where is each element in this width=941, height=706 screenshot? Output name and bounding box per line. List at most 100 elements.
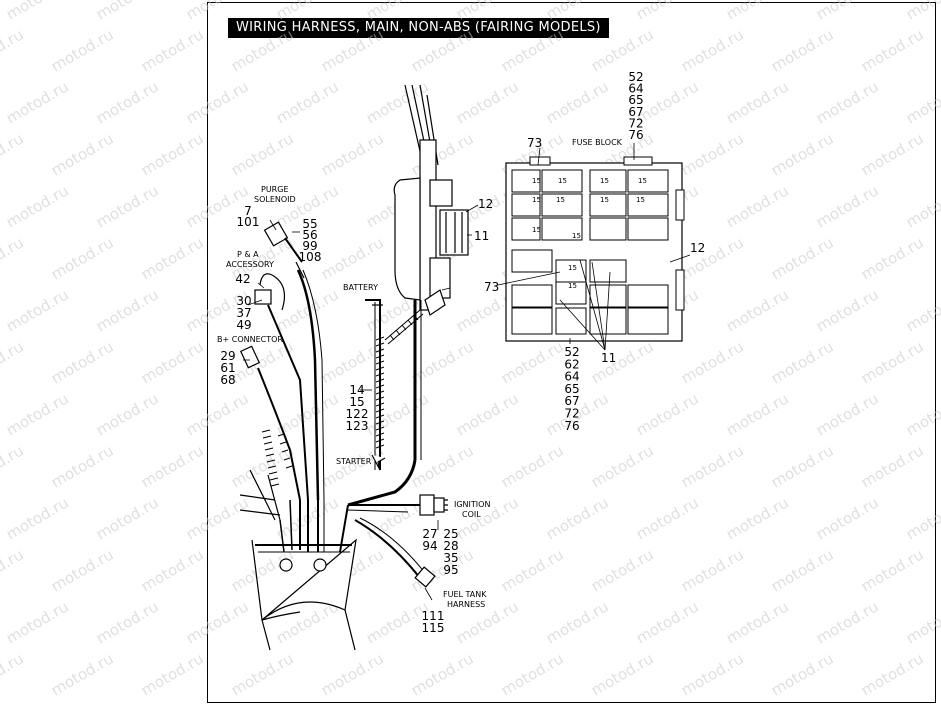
callout-fuse-top: 76 — [628, 128, 643, 142]
watermark-text: motod.ru — [498, 649, 567, 699]
ignition-label-2: COIL — [462, 510, 481, 519]
watermark-text: motod.ru — [633, 0, 702, 23]
fuse-cell — [589, 193, 627, 217]
fuse-cell — [511, 249, 553, 273]
callout-bplus: 68 — [220, 373, 235, 387]
callout-ecm-12: 12 — [478, 197, 493, 211]
watermark-text: motod.ru — [0, 649, 27, 699]
callout-fuel: 115 — [422, 621, 445, 635]
fuse-cell — [589, 169, 627, 193]
watermark-text: motod.ru — [93, 493, 162, 543]
callout-fuse-bottom: 64 — [564, 370, 579, 384]
fuse-cell — [589, 259, 627, 283]
callout-purge-right: 99 — [302, 239, 317, 253]
watermark-text: motod.ru — [588, 545, 657, 595]
watermark-text: motod.ru — [48, 25, 117, 75]
callout-battery: 123 — [346, 419, 369, 433]
callout-fuse-bottom: 72 — [564, 407, 579, 421]
fuse-cell — [627, 217, 669, 241]
watermark-text: motod.ru — [723, 389, 792, 439]
callout-fuse-top: 72 — [628, 116, 643, 130]
fuse-rating: 15 — [532, 177, 541, 185]
fuse-rating: 15 — [556, 196, 565, 204]
watermark-text: motod.ru — [813, 285, 882, 335]
watermark-text: motod.ru — [813, 493, 882, 543]
fuse-rating: 15 — [558, 177, 567, 185]
fuse-cell — [627, 193, 669, 217]
watermark-text: motod.ru — [138, 25, 207, 75]
fuse-cell — [511, 284, 553, 308]
callout-fuse-11: 11 — [601, 351, 616, 365]
watermark-text: motod.ru — [93, 181, 162, 231]
watermark-text: motod.ru — [858, 233, 927, 283]
callout-fuse-bottom: 62 — [564, 357, 579, 371]
watermark-text: motod.ru — [903, 77, 941, 127]
watermark-text: motod.ru — [318, 129, 387, 179]
watermark-text: motod.ru — [48, 129, 117, 179]
watermark-text: motod.ru — [48, 441, 117, 491]
callout-fuse-top: 64 — [628, 82, 643, 96]
fuse-rating: 15 — [568, 282, 577, 290]
watermark-text: motod.ru — [768, 233, 837, 283]
fuse-rating: 15 — [532, 196, 541, 204]
callout-battery: 15 — [349, 395, 364, 409]
watermark-text: motod.ru — [633, 389, 702, 439]
callout-ign-left: 27 — [422, 527, 437, 541]
watermark-text: motod.ru — [588, 337, 657, 387]
pa-label-1: P & A — [237, 250, 259, 259]
fuel-label-2: HARNESS — [447, 600, 485, 609]
callout-pa-list: 49 — [236, 318, 251, 332]
fuse-rating: 15 — [572, 232, 581, 240]
watermark-text: motod.ru — [678, 337, 747, 387]
watermark-text: motod.ru — [768, 337, 837, 387]
watermark-text: motod.ru — [768, 441, 837, 491]
watermark-text: motod.ru — [723, 285, 792, 335]
ignition-label-1: IGNITION — [454, 500, 490, 509]
fuse-cell — [555, 307, 587, 335]
fuse-cell — [511, 307, 553, 335]
watermark-text: motod.ru — [183, 493, 252, 543]
watermark-text: motod.ru — [678, 129, 747, 179]
watermark-text: motod.ru — [498, 441, 567, 491]
watermark-text: motod.ru — [453, 389, 522, 439]
watermark-text: motod.ru — [858, 337, 927, 387]
watermark-text: motod.ru — [183, 77, 252, 127]
pa-label-2: ACCESSORY — [226, 260, 274, 269]
watermark-text: motod.ru — [93, 77, 162, 127]
callout-fuse-top: 52 — [628, 70, 643, 84]
watermark-text: motod.ru — [903, 389, 941, 439]
fuse-rating: 15 — [600, 196, 609, 204]
watermark-text: motod.ru — [543, 597, 612, 647]
fuse-cell — [511, 217, 541, 241]
fuse-cell — [511, 169, 541, 193]
watermark-text: motod.ru — [318, 233, 387, 283]
watermark-text: motod.ru — [768, 129, 837, 179]
starter-label: STARTER — [336, 457, 372, 466]
harness-drawing — [239, 84, 469, 651]
callout-fuse-73-top: 73 — [527, 136, 542, 150]
watermark-text: motod.ru — [408, 337, 477, 387]
callout-pa-list: 30 — [236, 294, 251, 308]
watermark-text: motod.ru — [768, 545, 837, 595]
watermark-text: motod.ru — [48, 545, 117, 595]
callout-ign-right: 28 — [443, 539, 458, 553]
watermark-text: motod.ru — [93, 0, 162, 23]
callout-purge-right: 56 — [302, 228, 317, 242]
watermark-text: motod.ru — [93, 285, 162, 335]
fuse-cell — [541, 193, 583, 217]
fuse-block-label: FUSE BLOCK — [572, 138, 623, 147]
callout-fuse-top: 67 — [628, 105, 643, 119]
diagram-title: WIRING HARNESS, MAIN, NON-ABS (FAIRING M… — [228, 18, 609, 38]
fuse-cell — [511, 193, 541, 217]
bplus-label: B+ CONNECTOR — [217, 335, 283, 344]
watermark-text: motod.ru — [903, 493, 941, 543]
callout-ecm-11: 11 — [474, 229, 489, 243]
battery-label: BATTERY — [343, 283, 378, 292]
purge-label-1: PURGE — [261, 185, 289, 194]
watermark-text: motod.ru — [903, 181, 941, 231]
watermark-text: motod.ru — [858, 441, 927, 491]
watermark-text: motod.ru — [723, 77, 792, 127]
fuse-cell — [555, 281, 587, 305]
callout-purge: 101 — [237, 215, 260, 229]
watermark-text: motod.ru — [543, 77, 612, 127]
